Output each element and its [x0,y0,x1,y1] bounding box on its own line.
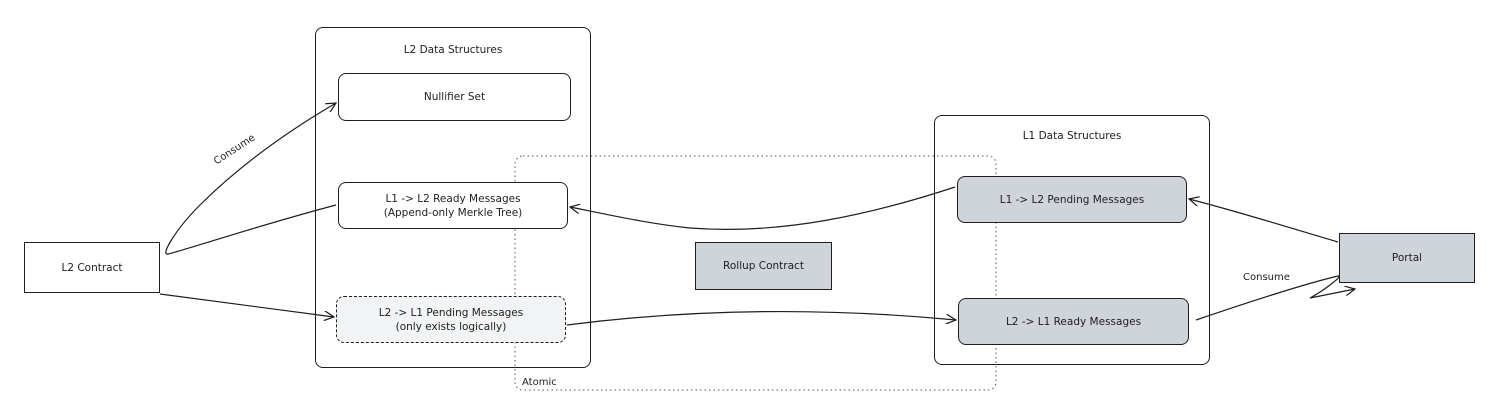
l2-container-title: L2 Data Structures [403,44,503,56]
l1-data-structures-container: L1 Data Structures [934,115,1210,365]
atomic-label: Atomic [522,377,557,388]
consume-label-right: Consume [1243,272,1290,283]
l2-data-structures-container: L2 Data Structures [315,27,591,368]
nullifier-set-box: Nullifier Set [338,73,571,121]
l2-to-l1-pending-messages-box: L2 -> L1 Pending Messages (only exists l… [336,296,566,343]
l1-to-l2-pending-messages-box: L1 -> L2 Pending Messages [957,176,1187,223]
arrow-l2pending-to-l1ready [566,310,956,326]
l1-container-title: L1 Data Structures [1022,130,1122,142]
arrow-consume-nullifier [165,103,336,255]
rollup-contract-box: Rollup Contract [695,242,832,290]
arrow-l1pending-to-l2ready [570,186,956,230]
arrow-contract-to-pending [159,293,334,317]
l2-to-l1-ready-messages-box: L2 -> L1 Ready Messages [958,298,1189,345]
arrow-portal-to-l1pending [1189,199,1339,243]
l2-contract-box: L2 Contract [24,242,160,293]
portal-box: Portal [1339,233,1475,283]
consume-label-left: Consume [212,132,258,168]
l1-to-l2-ready-messages-box: L1 -> L2 Ready Messages (Append-only Mer… [338,182,568,229]
